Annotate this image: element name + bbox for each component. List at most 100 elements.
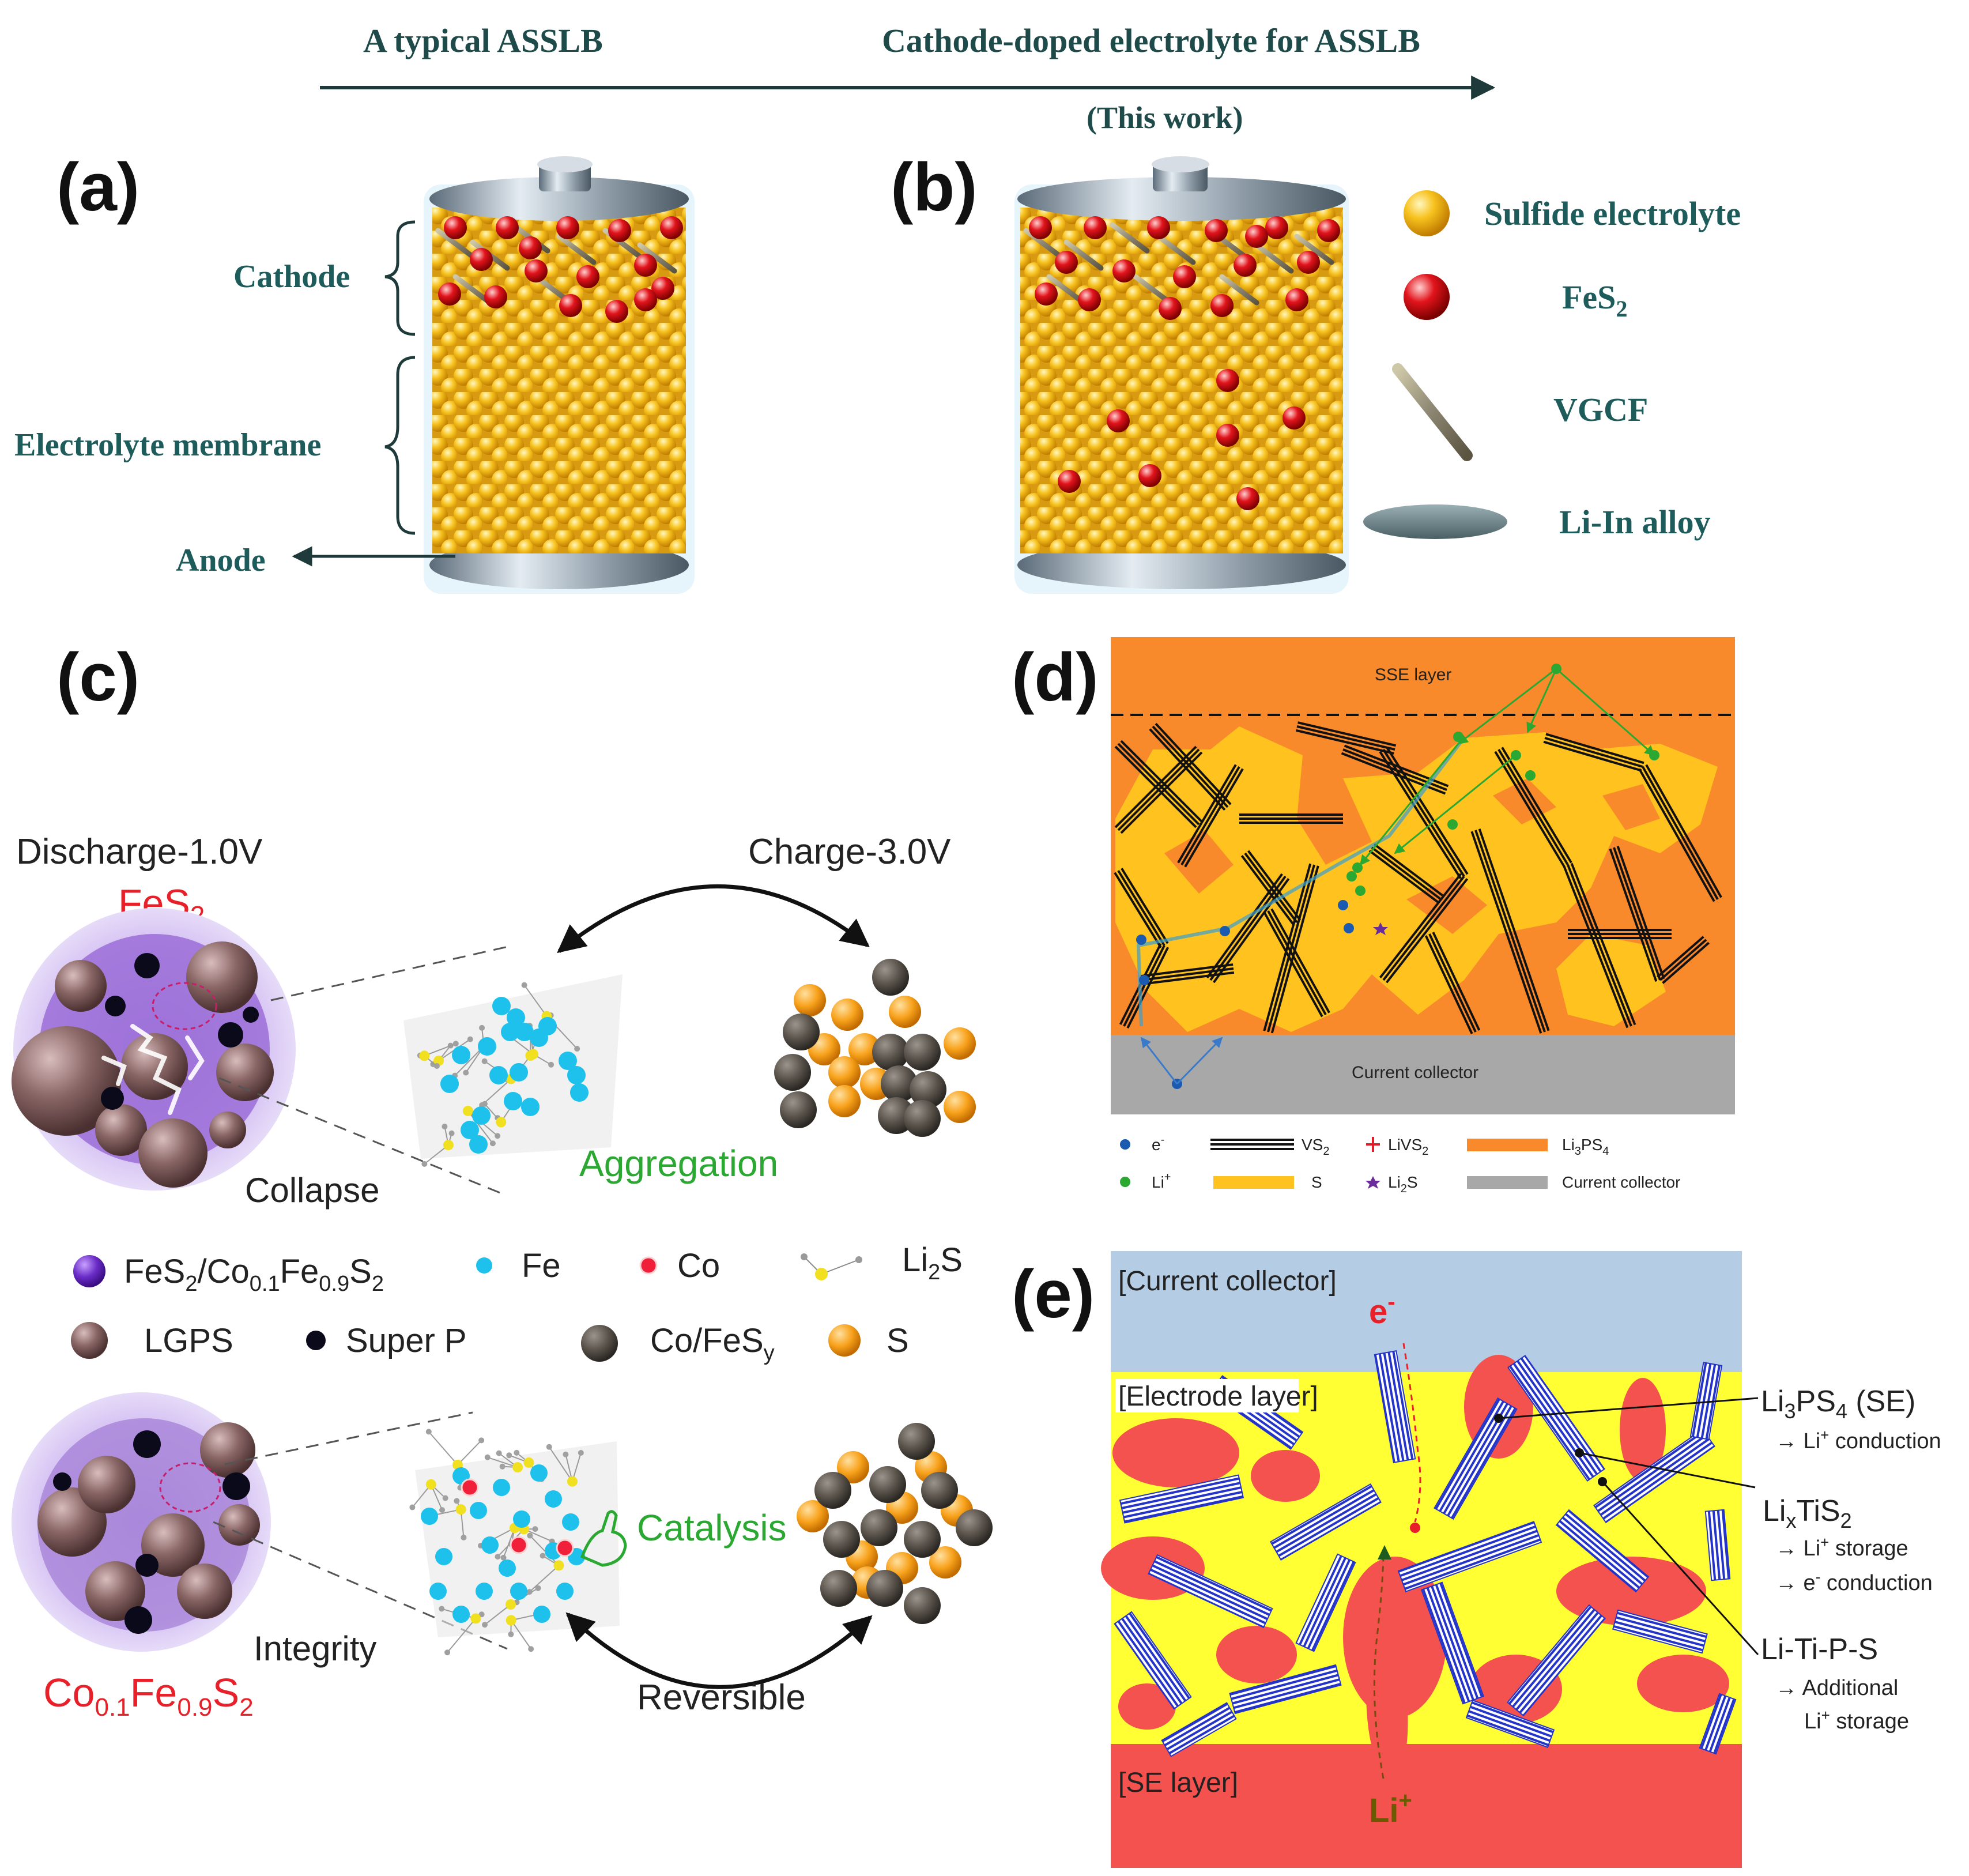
fes2-particle xyxy=(1210,294,1234,317)
lgps-particle xyxy=(85,1561,145,1621)
lgps-particle xyxy=(121,1033,188,1100)
vs2-layer xyxy=(1379,873,1462,978)
s-legend-icon xyxy=(828,1324,861,1357)
co-atom xyxy=(461,1478,479,1497)
fes2-particle xyxy=(1138,464,1161,487)
vgcf-rod xyxy=(1294,233,1334,265)
fe-atom xyxy=(435,1548,452,1565)
li-atom xyxy=(433,1063,440,1069)
fes2-particle xyxy=(1112,259,1136,282)
vgcf-rod xyxy=(1219,274,1259,306)
cofesy-particle xyxy=(898,1423,935,1460)
fes2-particle xyxy=(634,254,657,277)
zoom-line-bottom xyxy=(218,1077,502,1195)
li-atom xyxy=(578,1449,584,1456)
vs2-layer xyxy=(1494,751,1566,868)
lgps-particle xyxy=(216,1044,274,1101)
li-atom xyxy=(535,1585,541,1591)
s-atom xyxy=(506,1615,516,1626)
vs2-layer xyxy=(1545,733,1644,764)
vs2-layer xyxy=(1544,737,1643,768)
vs2-layer xyxy=(1114,872,1162,948)
li2s-bond xyxy=(447,1618,477,1653)
fe-atom xyxy=(562,1513,579,1531)
li2s-bond xyxy=(428,1431,458,1466)
lgps-particle xyxy=(95,1104,147,1156)
panel-c-letter: (c) xyxy=(56,639,139,715)
li-atom xyxy=(478,1437,485,1444)
legend-livs2: LiVS2 xyxy=(1388,1136,1428,1158)
fes2-particle xyxy=(496,216,519,239)
superp-legend-icon xyxy=(306,1331,326,1350)
s-particle xyxy=(929,1546,961,1579)
fes2-particle xyxy=(1265,216,1288,239)
cofesy-particle xyxy=(904,1034,941,1071)
fes2-particle xyxy=(576,265,599,288)
s-atom xyxy=(553,1560,564,1571)
li-arrow xyxy=(1457,668,1557,745)
fe-atom xyxy=(507,1008,525,1027)
livs2-legend-icon xyxy=(1366,1137,1380,1152)
li3ps4-region xyxy=(1164,830,1234,894)
superp-particle xyxy=(222,1472,250,1500)
collector-legend-icon xyxy=(1467,1176,1548,1189)
fe-atom xyxy=(556,1583,574,1600)
fe-co-atoms xyxy=(421,1464,585,1623)
top-arrow-left-label: A typical ASSLB xyxy=(363,22,603,59)
fes2-particle xyxy=(484,285,507,308)
fes2-cofes2-legend-icon xyxy=(73,1255,105,1287)
fes2-particle xyxy=(660,216,683,239)
fes2-particle-collapsed xyxy=(12,908,296,1191)
s-atom xyxy=(455,1504,466,1515)
superp-particle xyxy=(53,1472,71,1491)
fes2-particle xyxy=(1055,251,1078,274)
li-atom xyxy=(489,1140,496,1147)
li2s-bond xyxy=(510,1619,531,1649)
li2s-bond xyxy=(487,1456,518,1468)
li-atom xyxy=(444,1649,451,1656)
fes2-particle xyxy=(1234,254,1257,277)
cofesy-particle xyxy=(910,1071,946,1108)
fe-atom xyxy=(513,1510,530,1528)
vs2-layer xyxy=(1382,875,1465,981)
vs2-layer xyxy=(1152,725,1229,808)
li-ion xyxy=(1352,862,1363,873)
fes2-particle xyxy=(651,277,674,300)
li2s-bond xyxy=(529,1565,560,1592)
fes2-particle xyxy=(1245,225,1268,248)
fe-atoms xyxy=(440,997,589,1154)
lgps-particle xyxy=(78,1456,135,1513)
li-atom xyxy=(574,1046,580,1052)
vs2-layer xyxy=(1267,864,1315,1033)
s-atom xyxy=(528,1049,539,1060)
s-particle xyxy=(797,1500,829,1532)
cofesy-particle xyxy=(872,959,909,996)
li-atom xyxy=(532,1526,538,1532)
lixtis2-sheet xyxy=(1612,1609,1708,1654)
lixtis2-sheet xyxy=(1114,1611,1192,1710)
vs2-layer xyxy=(1177,764,1237,864)
lgps-particle xyxy=(209,1112,246,1148)
li-ion xyxy=(1551,664,1561,674)
fes2-particle xyxy=(1317,219,1340,242)
legend-s-d: S xyxy=(1311,1173,1322,1191)
vs2-layer xyxy=(1180,766,1240,866)
lgps-particle xyxy=(12,1026,121,1136)
leader-dot xyxy=(1598,1477,1607,1486)
fe-legend-icon xyxy=(476,1257,492,1274)
cofesy-particle xyxy=(866,1570,903,1607)
fes2-particle xyxy=(1216,369,1239,392)
fe-atom xyxy=(538,1017,557,1035)
zoom-region xyxy=(159,1462,221,1513)
vgcf-rod xyxy=(452,274,493,306)
lixtis2-sheet xyxy=(1119,1474,1244,1524)
red-sphere-icon xyxy=(1404,274,1450,320)
li2s-bond xyxy=(457,1440,482,1466)
annot-lixtis2-note2: → e- conduction xyxy=(1775,1568,1933,1595)
fe-atom xyxy=(559,1052,577,1070)
superp-particle xyxy=(243,1007,259,1023)
current-collector-d xyxy=(1111,1035,1735,1114)
legend-e: e- xyxy=(1152,1133,1164,1154)
annot-litips: Li-Ti-P-S xyxy=(1761,1633,1878,1666)
superp-particle xyxy=(125,1606,152,1634)
